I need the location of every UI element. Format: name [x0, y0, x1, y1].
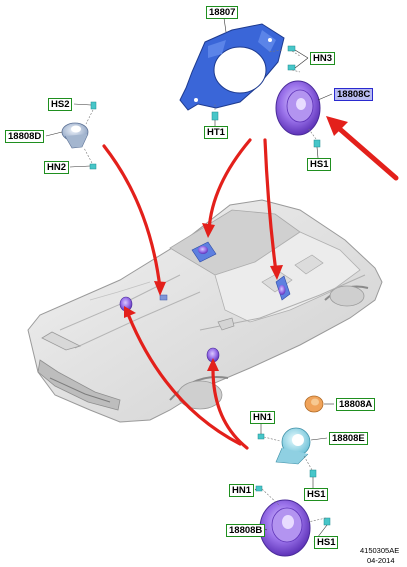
tweeter-18808d [61, 101, 97, 170]
nut-hn2 [89, 163, 97, 170]
arrow-tweeter-to-dash [102, 144, 162, 290]
screw-hs1-mid [309, 469, 317, 478]
pointer-arrow-shaft [331, 121, 399, 181]
reference-date: 04-2014 [367, 556, 395, 565]
indicator-arrows [102, 121, 399, 450]
label-hn3: HN3 [310, 52, 336, 65]
tweeter-18808e [257, 427, 317, 478]
tweeter-dash [159, 294, 168, 301]
screw-hs1-top [313, 139, 321, 148]
car-body [27, 199, 383, 423]
label-18808d: 18808D [5, 130, 45, 143]
nut-hn1-low [255, 485, 263, 492]
label-hn2: HN2 [44, 161, 70, 174]
tab-ht1 [211, 111, 219, 121]
speaker-18808b [255, 485, 331, 557]
label-hs1-mid: HS1 [304, 488, 329, 501]
arrow-low-to-door-lower [211, 364, 249, 450]
label-18808c: 18808C [334, 88, 374, 101]
screw-hs2 [90, 101, 97, 110]
arrow-speaker-to-deck [207, 138, 252, 232]
arrow-speaker-to-side [263, 138, 278, 274]
label-hs1-top: HS1 [307, 158, 332, 171]
label-hn1-low: HN1 [229, 484, 255, 497]
speaker-side-panel [275, 275, 291, 301]
nut-hn3-b [287, 64, 296, 71]
label-18808a: 18808A [336, 398, 376, 411]
label-18808e: 18808E [329, 432, 368, 445]
label-18808b: 18808B [226, 524, 266, 537]
installed-speakers [119, 241, 291, 363]
nut-hn1-mid [257, 433, 265, 440]
leader-lines [45, 17, 334, 543]
top-fasteners [211, 45, 321, 148]
speaker-18808c [275, 80, 321, 136]
screw-hs1-low [323, 517, 331, 526]
nut-hn3-a [287, 45, 296, 52]
label-hn1-mid: HN1 [250, 411, 276, 424]
label-18807: 18807 [206, 6, 239, 19]
module-18808a [304, 395, 324, 413]
arrow-heads [124, 116, 348, 371]
arrow-low-to-door-front [126, 312, 242, 446]
reference-code: 4150305AE [360, 546, 400, 555]
label-ht1: HT1 [204, 126, 228, 139]
label-hs2: HS2 [48, 98, 73, 111]
speaker-rear-deck [191, 241, 217, 263]
label-hs1-low: HS1 [314, 536, 339, 549]
speaker-bracket-18807 [179, 23, 285, 111]
